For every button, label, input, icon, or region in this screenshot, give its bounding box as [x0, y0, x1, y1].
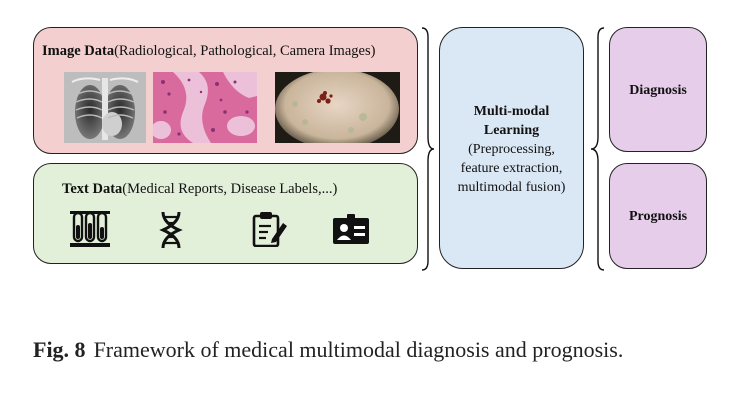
image-data-title: Image Data(Radiological, Pathological, C… — [42, 43, 376, 59]
text-data-title: Text Data(Medical Reports, Disease Label… — [62, 181, 338, 197]
diagnosis-box: Diagnosis — [609, 27, 707, 152]
id-badge-icon — [333, 214, 369, 244]
diagnosis-label: Diagnosis — [629, 83, 687, 98]
multimodal-title-line2: Learning — [483, 123, 540, 138]
figure-caption: Fig. 8 Framework of medical multimodal di… — [33, 336, 703, 363]
multimodal-desc-line1: (Preprocessing, — [468, 142, 555, 157]
multimodal-learning-box: Multi-modal Learning (Preprocessing, fea… — [439, 27, 584, 269]
caption-text: Framework of medical multimodal diagnosi… — [93, 337, 624, 362]
dna-icon — [159, 211, 183, 249]
multimodal-title-line1: Multi-modal — [473, 104, 550, 119]
multimodal-desc-line2: feature extraction, — [460, 161, 563, 176]
skin-lesion-image — [275, 72, 400, 143]
histopathology-image — [153, 72, 257, 143]
test-tubes-icon — [70, 211, 110, 247]
merge-brace-left — [421, 27, 435, 271]
prognosis-box: Prognosis — [609, 163, 707, 269]
multimodal-desc-line3: multimodal fusion) — [457, 180, 566, 195]
split-brace-right — [590, 27, 605, 271]
chest-xray-image — [64, 72, 146, 143]
multimodal-learning-text: Multi-modal Learning (Preprocessing, fea… — [440, 102, 583, 197]
clipboard-icon — [252, 212, 287, 247]
text-data-box: Text Data(Medical Reports, Disease Label… — [33, 163, 418, 264]
image-data-box: Image Data(Radiological, Pathological, C… — [33, 27, 418, 154]
prognosis-label: Prognosis — [628, 209, 688, 224]
figure-label: Fig. 8 — [33, 337, 86, 362]
